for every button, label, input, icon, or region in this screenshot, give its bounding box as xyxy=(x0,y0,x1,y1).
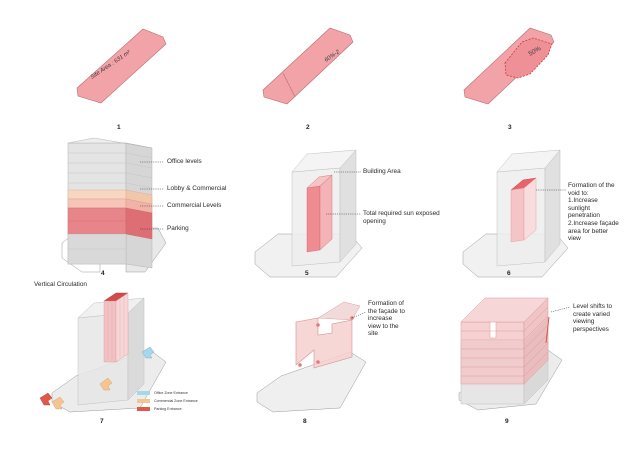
panel-4-levels xyxy=(61,137,167,273)
split-line xyxy=(282,72,296,98)
sun-opening-front xyxy=(306,185,321,253)
mass-side xyxy=(127,297,145,401)
panel-6-void xyxy=(462,149,569,278)
facade-point xyxy=(298,363,302,367)
legend-label: Office Zone Entrance xyxy=(154,391,188,395)
mass-top xyxy=(496,149,561,173)
legend-swatch xyxy=(137,391,150,395)
annotation-void: Formation of the void to: 1.Increase sun… xyxy=(568,182,619,243)
legend-item-office: Office Zone Entrance xyxy=(137,389,198,397)
site-plot xyxy=(76,28,167,104)
panel-1-site: Site Area : 631 m² xyxy=(76,28,167,104)
sun-opening-top xyxy=(306,174,333,189)
facade-back xyxy=(317,301,361,321)
levels-top xyxy=(460,297,549,323)
commercial-band-side xyxy=(125,207,153,240)
panel-number-8: 8 xyxy=(303,418,307,425)
legend-swatch xyxy=(137,399,150,403)
mass-top xyxy=(291,149,357,173)
facade-point xyxy=(316,360,320,364)
mass-side xyxy=(339,149,357,263)
label-parking: Parking xyxy=(167,225,189,232)
level-shift-marker xyxy=(545,316,550,344)
panel-number-2: 2 xyxy=(306,124,310,131)
legend-label: Parking Entrance xyxy=(154,407,182,411)
panel-5-building-area xyxy=(254,149,363,278)
mass-side xyxy=(544,149,561,263)
circulation-core-front xyxy=(103,300,117,363)
label-sun-opening: Total required sun exposed opening xyxy=(363,210,440,225)
legend-label: Commercial Zone Entrance xyxy=(154,399,198,403)
commercial-entrance-arrow xyxy=(99,377,113,391)
label-commercial-levels: Commercial Levels xyxy=(167,202,222,209)
label-lobby-commercial: Lobby & Commercial xyxy=(167,185,227,192)
footprint-outline xyxy=(504,37,553,79)
panel-9-levels xyxy=(458,297,571,411)
legend-item-parking: Parking Entrance xyxy=(137,405,198,413)
site-ground xyxy=(256,351,367,413)
panel-number-6: 6 xyxy=(507,270,511,277)
void-front xyxy=(510,187,525,243)
commercial-band-light xyxy=(67,198,127,209)
void-side xyxy=(523,177,537,241)
panel-number-9: 9 xyxy=(505,418,509,425)
panel-8-facade xyxy=(256,301,367,413)
panel-number-7: 7 xyxy=(100,418,104,425)
building-top xyxy=(67,137,153,149)
entrance-legend: Office Zone Entrance Commercial Zone Ent… xyxy=(137,389,198,413)
label-office-levels: Office levels xyxy=(167,158,202,165)
panel-number-3: 3 xyxy=(508,124,512,131)
annotation-level-shifts: Level shifts to create varied viewing pe… xyxy=(573,303,613,333)
legend-item-commercial: Commercial Zone Entrance xyxy=(137,397,198,405)
commercial-entrance-arrow-2 xyxy=(51,396,65,410)
site-plot xyxy=(262,27,354,105)
panel-7-circulation xyxy=(39,292,167,413)
label-building-area: Building Area xyxy=(363,168,401,175)
panel-number-1: 1 xyxy=(117,124,121,131)
facade-point xyxy=(316,323,320,327)
parking-entrance-arrow xyxy=(39,392,53,406)
annotation-facade: Formation of the façade to increase view… xyxy=(368,300,405,338)
legend-swatch xyxy=(137,407,150,411)
levels-front xyxy=(460,321,525,385)
panel-3-footprint: 50% xyxy=(463,27,555,105)
circulation-core-side xyxy=(115,292,129,363)
panel-2-site-split: 60%-2 xyxy=(262,27,354,105)
title-vertical-circulation: Vertical Circulation xyxy=(34,281,87,288)
sun-opening-side xyxy=(319,174,333,251)
panel-number-4: 4 xyxy=(101,270,105,277)
lobby-band xyxy=(67,189,127,200)
panel-number-5: 5 xyxy=(305,270,309,277)
office-entrance-arrow xyxy=(141,346,155,359)
